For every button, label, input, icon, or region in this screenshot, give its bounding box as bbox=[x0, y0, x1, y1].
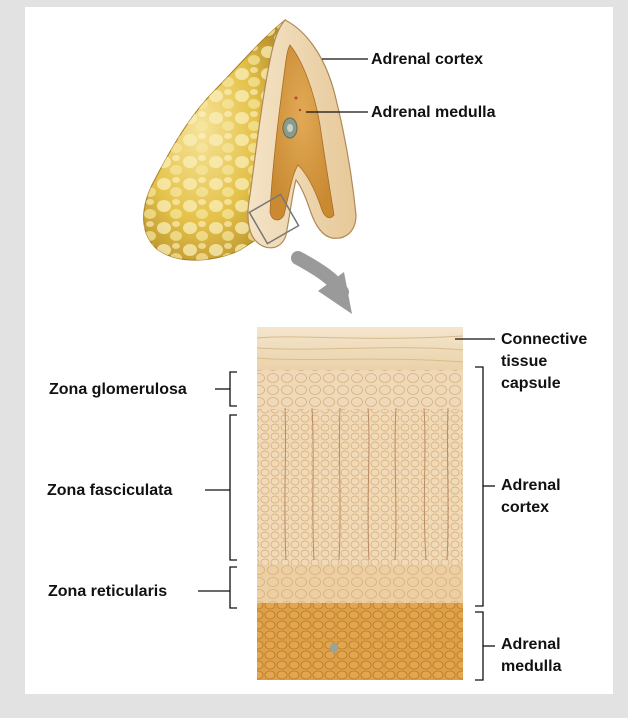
zoom-region-box bbox=[248, 193, 300, 245]
label-connective-tissue-capsule: Connective tissue capsule bbox=[501, 331, 588, 392]
label-zona-fasciculata: Zona fasciculata bbox=[47, 482, 173, 499]
magnify-arrow bbox=[291, 251, 352, 314]
leader-lines bbox=[198, 58, 495, 681]
tissue-section bbox=[256, 327, 464, 680]
gland-cut-medulla bbox=[269, 44, 335, 221]
label-adrenal-medulla: Adrenal medulla bbox=[371, 104, 496, 121]
label-section-adrenal-medulla: Adrenal medulla bbox=[501, 636, 562, 675]
label-adrenal-cortex: Adrenal cortex bbox=[371, 51, 484, 68]
label-zona-glomerulosa: Zona glomerulosa bbox=[49, 381, 187, 398]
label-zona-reticularis: Zona reticularis bbox=[48, 583, 168, 600]
label-section-adrenal-cortex: Adrenal cortex bbox=[501, 477, 561, 516]
